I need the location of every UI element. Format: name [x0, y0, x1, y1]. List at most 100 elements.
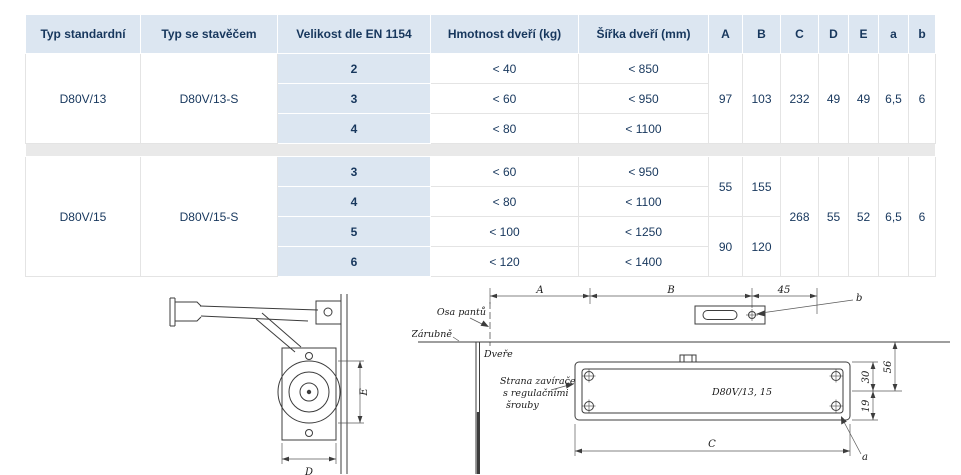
adjustment-label-line3: šrouby: [506, 400, 539, 411]
dim-19-label: 19: [861, 399, 872, 412]
cell-typ-se-stavecem: D80V/13-S: [140, 53, 278, 144]
dim-45-label: 45: [777, 285, 791, 296]
cell-sirka: < 1400: [578, 246, 709, 277]
header-typ-se-stavecem: Typ se stavěčem: [140, 14, 278, 54]
spacer-row: [25, 143, 936, 157]
hinge-axis: Osa pantů: [437, 302, 491, 346]
header-hmotnost: Hmotnost dveří (kg): [430, 14, 579, 54]
installation-svg: A B 45 Osa pantů b: [410, 285, 950, 474]
cell-dim-b: 6: [908, 53, 936, 144]
door-edge: Dveře: [475, 342, 513, 474]
dim-30-label: 30: [861, 370, 872, 383]
header-dim-a: a: [878, 14, 909, 54]
dimension-b-hole: b: [756, 293, 862, 317]
cell-hmotnost: < 120: [430, 246, 579, 277]
cell-velikost: 2: [277, 53, 431, 84]
cell-sirka: < 1100: [578, 186, 709, 217]
header-dim-B: B: [742, 14, 781, 54]
side-view-drawing: E D: [158, 288, 373, 475]
installation-drawing: A B 45 Osa pantů b: [410, 284, 957, 475]
cell-sirka: < 1100: [578, 113, 709, 144]
cell-dim-b: 6: [908, 156, 936, 277]
cell-dim-a: 6,5: [878, 53, 909, 144]
header-dim-E: E: [848, 14, 879, 54]
dimension-c: C: [574, 424, 851, 456]
table-row: 6 < 120 < 1400: [26, 246, 936, 277]
dim-b-label: b: [856, 293, 862, 304]
table-row: D80V/15 D80V/15-S 3 < 60 < 950 55 155 26…: [25, 156, 936, 277]
header-velikost: Velikost dle EN 1154: [277, 14, 431, 54]
cell-dim-a: 6,5: [878, 156, 909, 277]
dim-d-label: D: [304, 467, 313, 475]
cell-sirka: < 850: [578, 53, 709, 84]
table-row: D80V/13 D80V/13-S 2 < 40 < 850 97 103 23…: [25, 53, 936, 144]
cell-dim-C: 268: [780, 156, 819, 277]
door-label: Dveře: [483, 349, 513, 360]
header-row: Typ standardní Typ se stavěčem Velikost …: [25, 14, 936, 54]
cell-typ-standardni: D80V/15: [25, 156, 141, 277]
cell-velikost: 4: [277, 113, 431, 144]
cell-dim-A: 55: [708, 156, 743, 217]
table-row: 3 < 60 < 950: [26, 83, 936, 114]
cell-dim-A: 97: [708, 53, 743, 144]
table-row: 4 < 80 < 1100: [26, 113, 936, 144]
dimension-e: E: [338, 360, 370, 424]
dim-a-label: a: [862, 452, 868, 463]
closer-arm: [169, 297, 342, 353]
cell-dim-E: 49: [848, 53, 879, 144]
cell-velikost: 6: [277, 246, 431, 277]
slide-bracket: [694, 305, 766, 325]
cell-typ-se-stavecem: D80V/15-S: [140, 156, 278, 277]
cell-velikost: 5: [277, 216, 431, 247]
adjustment-side-label: Strana zavírače s regulačními šrouby: [500, 376, 576, 411]
top-dimension-chain: A B 45: [489, 285, 818, 314]
adjustment-label-line2: s regulačními: [503, 388, 568, 399]
cell-dim-D: 55: [818, 156, 849, 277]
cell-hmotnost: < 80: [430, 186, 579, 217]
cell-sirka: < 950: [578, 83, 709, 114]
cell-dim-A: 90: [708, 216, 743, 277]
cell-velikost: 3: [277, 156, 431, 187]
cell-hmotnost: < 80: [430, 113, 579, 144]
door-section: [340, 294, 348, 474]
dim-B-label: B: [666, 285, 674, 296]
dim-A-label: A: [535, 285, 543, 296]
table-row: 4 < 80 < 1100: [26, 186, 936, 217]
dim-56-label: 56: [883, 360, 894, 373]
adjustment-label-line1: Strana zavírače: [500, 376, 576, 387]
frame-label: Zárubně: [412, 329, 452, 340]
side-view-svg: E D: [169, 294, 370, 475]
cell-hmotnost: < 60: [430, 156, 579, 187]
closer-body-side: [277, 347, 341, 441]
cell-typ-standardni: D80V/13: [25, 53, 141, 144]
cell-dim-B: 120: [742, 216, 781, 277]
cell-dim-B: 155: [742, 156, 781, 217]
cell-dim-B: 103: [742, 53, 781, 144]
header-typ-standardni: Typ standardní: [25, 14, 141, 54]
cell-sirka: < 1250: [578, 216, 709, 247]
hinge-axis-label: Osa pantů: [437, 306, 486, 318]
model-label: D80V/13, 15: [711, 387, 772, 398]
header-sirka: Šířka dveří (mm): [578, 14, 709, 54]
cell-dim-E: 52: [848, 156, 879, 277]
frame-line: Zárubně: [410, 329, 950, 343]
header-dim-b: b: [908, 14, 936, 54]
right-dimensions: 30 19 56: [852, 342, 902, 421]
header-dim-C: C: [780, 14, 819, 54]
header-dim-A: A: [708, 14, 743, 54]
header-dim-D: D: [818, 14, 849, 54]
cell-dim-D: 49: [818, 53, 849, 144]
dimension-a-hole: a: [841, 416, 868, 463]
cell-dim-C: 232: [780, 53, 819, 144]
dim-e-label: E: [359, 388, 370, 397]
cell-hmotnost: < 60: [430, 83, 579, 114]
cell-velikost: 3: [277, 83, 431, 114]
dimension-d: D: [281, 443, 337, 475]
table-row: 5 < 100 < 1250 90 120: [26, 216, 936, 277]
cell-hmotnost: < 40: [430, 53, 579, 84]
dim-C-label: C: [708, 439, 716, 450]
spacer-cell: [25, 143, 936, 157]
cell-sirka: < 950: [578, 156, 709, 187]
cell-hmotnost: < 100: [430, 216, 579, 247]
